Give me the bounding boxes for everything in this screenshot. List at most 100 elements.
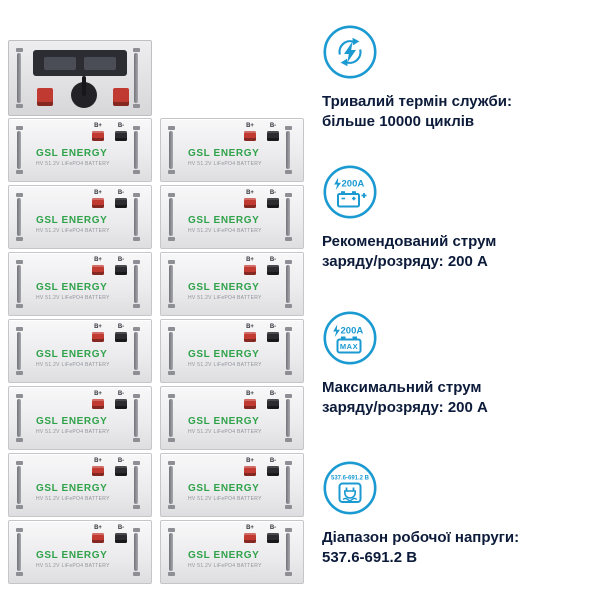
voltage-range-icon: 537.6-691.2 В <box>322 460 378 516</box>
positive-terminal-icon <box>92 399 104 409</box>
display-panel <box>33 50 127 76</box>
positive-terminal-icon <box>244 466 256 476</box>
feature-title-line1: Тривалий термін служби: <box>322 93 512 110</box>
brand-logo: GSL ENERGY <box>36 349 108 360</box>
terminal-minus-label: B- <box>117 190 125 196</box>
handle-icon <box>15 193 23 241</box>
terminal-plus-label: B+ <box>94 123 102 129</box>
terminal-block: B+ B- <box>91 190 128 208</box>
battery-module: B+ B- GSL ENERGY HV 51.2V LiFePO4 BATTER… <box>160 118 304 182</box>
dc-breaker-left <box>37 88 53 106</box>
brand-logo: GSL ENERGY <box>36 282 108 293</box>
battery-module: B+ B- GSL ENERGY HV 51.2V LiFePO4 BATTER… <box>8 453 152 517</box>
terminal-minus-label: B- <box>269 123 277 129</box>
model-text: HV 51.2V LiFePO4 BATTERY <box>36 496 110 502</box>
negative-terminal-icon <box>115 399 127 409</box>
handle-icon <box>132 126 140 174</box>
positive-terminal-icon <box>244 265 256 275</box>
cycle-life-icon <box>322 24 378 80</box>
positive-terminal-icon <box>244 533 256 543</box>
positive-terminal: B+ <box>91 324 105 342</box>
handle-icon <box>15 327 23 375</box>
handle-icon <box>15 48 23 108</box>
handle-icon <box>132 48 140 108</box>
dc-breaker-right <box>113 88 129 106</box>
model-text: HV 51.2V LiFePO4 BATTERY <box>188 161 262 167</box>
switch-lever-icon <box>82 76 86 96</box>
brand-logo: GSL ENERGY <box>188 550 260 561</box>
negative-terminal-icon <box>115 265 127 275</box>
brand-logo: GSL ENERGY <box>36 215 108 226</box>
model-text: HV 51.2V LiFePO4 BATTERY <box>36 362 110 368</box>
negative-terminal: B- <box>114 190 128 208</box>
positive-terminal-icon <box>92 131 104 141</box>
handle-icon <box>132 327 140 375</box>
brand-logo: GSL ENERGY <box>188 215 260 226</box>
positive-terminal: B+ <box>243 525 257 543</box>
positive-terminal-icon <box>244 198 256 208</box>
feature-title-line1: Діапазон робочої напруги: <box>322 529 520 546</box>
screen-icon <box>84 56 116 70</box>
terminal-plus-label: B+ <box>246 123 254 129</box>
terminal-minus-label: B- <box>269 190 277 196</box>
handle-icon <box>132 461 140 509</box>
handle-icon <box>15 126 23 174</box>
battery-control-unit <box>8 40 152 116</box>
battery-module: B+ B- GSL ENERGY HV 51.2V LiFePO4 BATTER… <box>8 252 152 316</box>
terminal-minus-label: B- <box>269 525 277 531</box>
handle-icon <box>132 528 140 576</box>
handle-icon <box>284 528 292 576</box>
model-text: HV 51.2V LiFePO4 BATTERY <box>36 228 110 234</box>
negative-terminal: B- <box>114 123 128 141</box>
handle-icon <box>284 193 292 241</box>
negative-terminal: B- <box>266 257 280 275</box>
positive-terminal-icon <box>244 131 256 141</box>
brand-logo: GSL ENERGY <box>36 550 108 561</box>
icon-amp-label: 200A <box>342 179 365 190</box>
recommended-current-icon: 200A <box>322 164 378 220</box>
negative-terminal-icon <box>267 332 279 342</box>
handle-icon <box>15 394 23 442</box>
icon-voltage-label: 537.6-691.2 В <box>331 476 370 482</box>
feature-title-line1: Максимальний струм <box>322 379 482 396</box>
terminal-block: B+ B- <box>91 123 128 141</box>
brand-logo: GSL ENERGY <box>36 148 108 159</box>
negative-terminal: B- <box>114 458 128 476</box>
terminal-plus-label: B+ <box>94 257 102 263</box>
battery-module: B+ B- GSL ENERGY HV 51.2V LiFePO4 BATTER… <box>8 386 152 450</box>
negative-terminal-icon <box>115 533 127 543</box>
handle-icon <box>284 126 292 174</box>
negative-terminal-icon <box>267 198 279 208</box>
negative-terminal-icon <box>115 198 127 208</box>
terminal-plus-label: B+ <box>94 391 102 397</box>
negative-terminal-icon <box>115 131 127 141</box>
terminal-plus-label: B+ <box>94 525 102 531</box>
max-current-icon: 200A MAX <box>322 310 378 366</box>
handle-icon <box>15 528 23 576</box>
positive-terminal-icon <box>92 533 104 543</box>
feature-max-current: 200A MAX Максимальний струм заряду/розря… <box>322 310 590 418</box>
brand-logo: GSL ENERGY <box>188 349 260 360</box>
terminal-plus-label: B+ <box>94 324 102 330</box>
positive-terminal: B+ <box>91 458 105 476</box>
positive-terminal-icon <box>92 198 104 208</box>
brand-logo: GSL ENERGY <box>188 148 260 159</box>
feature-title-line2: 537.6-691.2 В <box>322 549 418 566</box>
negative-terminal-icon <box>267 466 279 476</box>
negative-terminal: B- <box>114 525 128 543</box>
screen-icon <box>44 56 76 70</box>
model-text: HV 51.2V LiFePO4 BATTERY <box>36 429 110 435</box>
feature-cycle-life: Тривалий термін служби: більше 10000 цик… <box>322 24 590 132</box>
terminal-plus-label: B+ <box>246 257 254 263</box>
handle-icon <box>284 327 292 375</box>
negative-terminal: B- <box>266 190 280 208</box>
battery-module: B+ B- GSL ENERGY HV 51.2V LiFePO4 BATTER… <box>160 185 304 249</box>
negative-terminal: B- <box>266 391 280 409</box>
terminal-minus-label: B- <box>117 458 125 464</box>
positive-terminal-icon <box>92 466 104 476</box>
negative-terminal-icon <box>267 265 279 275</box>
handle-icon <box>167 394 175 442</box>
battery-grid: B+ B- GSL ENERGY HV 51.2V LiFePO4 BATTER… <box>8 118 304 584</box>
positive-terminal: B+ <box>243 257 257 275</box>
